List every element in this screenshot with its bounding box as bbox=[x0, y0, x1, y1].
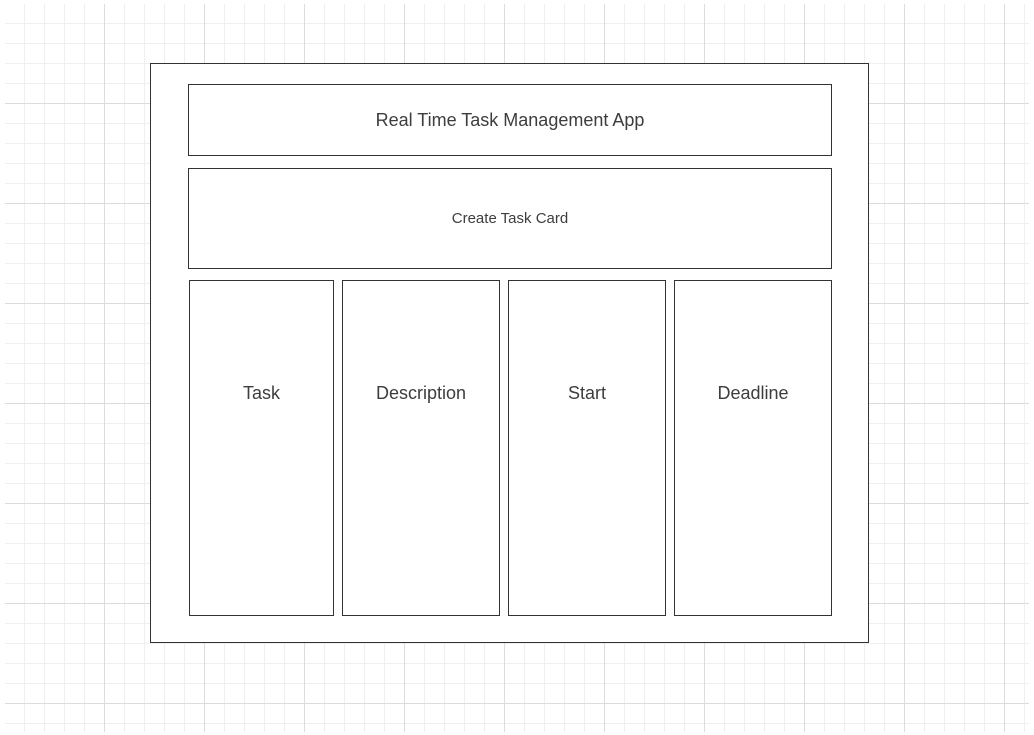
column-description: Description bbox=[342, 280, 500, 616]
column-label-start: Start bbox=[567, 383, 606, 403]
column-task: Task bbox=[189, 280, 334, 616]
column-start: Start bbox=[508, 280, 666, 616]
column-label-deadline: Deadline bbox=[717, 383, 789, 403]
app-title-box: Real Time Task Management App bbox=[188, 84, 832, 156]
app-title: Real Time Task Management App bbox=[375, 109, 645, 130]
create-task-card-label: Create Task Card bbox=[451, 210, 569, 227]
column-deadline: Deadline bbox=[674, 280, 832, 616]
column-label-task: Task bbox=[242, 383, 280, 403]
create-task-card-box[interactable]: Create Task Card bbox=[188, 168, 832, 269]
column-label-description: Description bbox=[375, 383, 467, 403]
